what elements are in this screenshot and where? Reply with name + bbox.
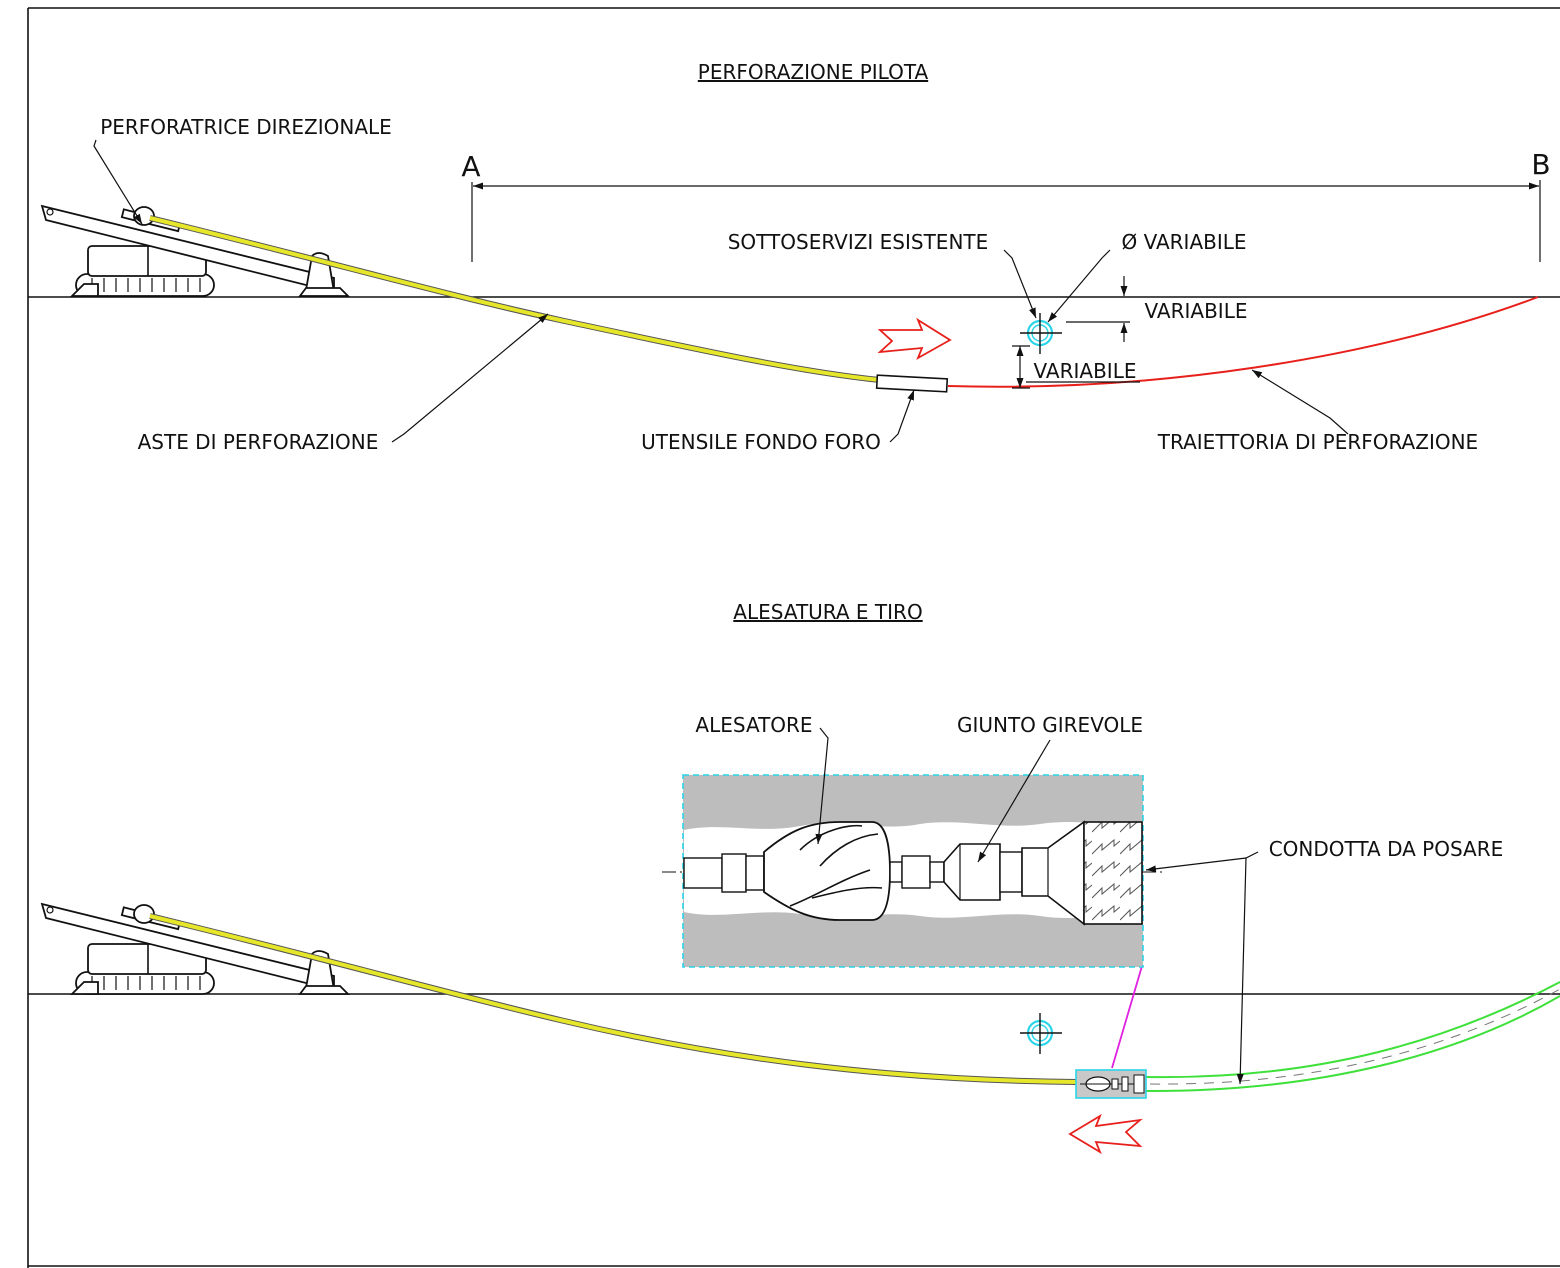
point-a-label: A — [461, 150, 480, 183]
reamer-detail-box — [662, 774, 1164, 968]
drill-path-label: TRAIETTORIA DI PERFORAZIONE — [1157, 430, 1478, 454]
reamer-assembly-small — [1075, 1069, 1147, 1099]
drill-trajectory — [947, 296, 1539, 388]
existing-utility-pipe-2 — [1020, 1013, 1062, 1054]
pilot-section-title: PERFORAZIONE PILOTA — [698, 60, 929, 84]
depth-variable-label: VARIABILE — [1145, 299, 1248, 323]
drill-rods-label: ASTE DI PERFORAZIONE — [138, 430, 379, 454]
drill-rods-1 — [149, 216, 881, 382]
existing-utilities-label: SOTTOSERVIZI ESISTENTE — [728, 230, 989, 254]
bottom-hole-tool — [875, 374, 949, 393]
point-b-label: B — [1531, 148, 1550, 181]
drill-rig-2 — [41, 903, 349, 995]
drill-rods-2 — [149, 914, 1077, 1084]
diameter-label: Ø VARIABILE — [1121, 230, 1246, 254]
pipe-label: CONDOTTA DA POSARE — [1269, 837, 1504, 861]
swivel-joint — [943, 843, 1001, 901]
detail-leader — [1111, 965, 1143, 1069]
bottom-tool-label: UTENSILE FONDO FORO — [641, 430, 881, 454]
pipe-to-lay — [1149, 988, 1560, 1085]
reamer-label: ALESATORE — [695, 713, 812, 737]
arrow-right-icon — [877, 317, 952, 361]
existing-utility-pipe — [1020, 313, 1062, 354]
swivel-label: GIUNTO GIREVOLE — [957, 713, 1143, 737]
pipe-section — [1083, 821, 1143, 925]
drill-rig-1 — [41, 205, 349, 297]
drill-rig-label: PERFORATRICE DIREZIONALE — [100, 115, 392, 139]
clearance-variable-label: VARIABILE — [1034, 359, 1137, 383]
arrow-left-icon — [1068, 1113, 1143, 1155]
ream-section-title: ALESATURA E TIRO — [733, 600, 922, 624]
